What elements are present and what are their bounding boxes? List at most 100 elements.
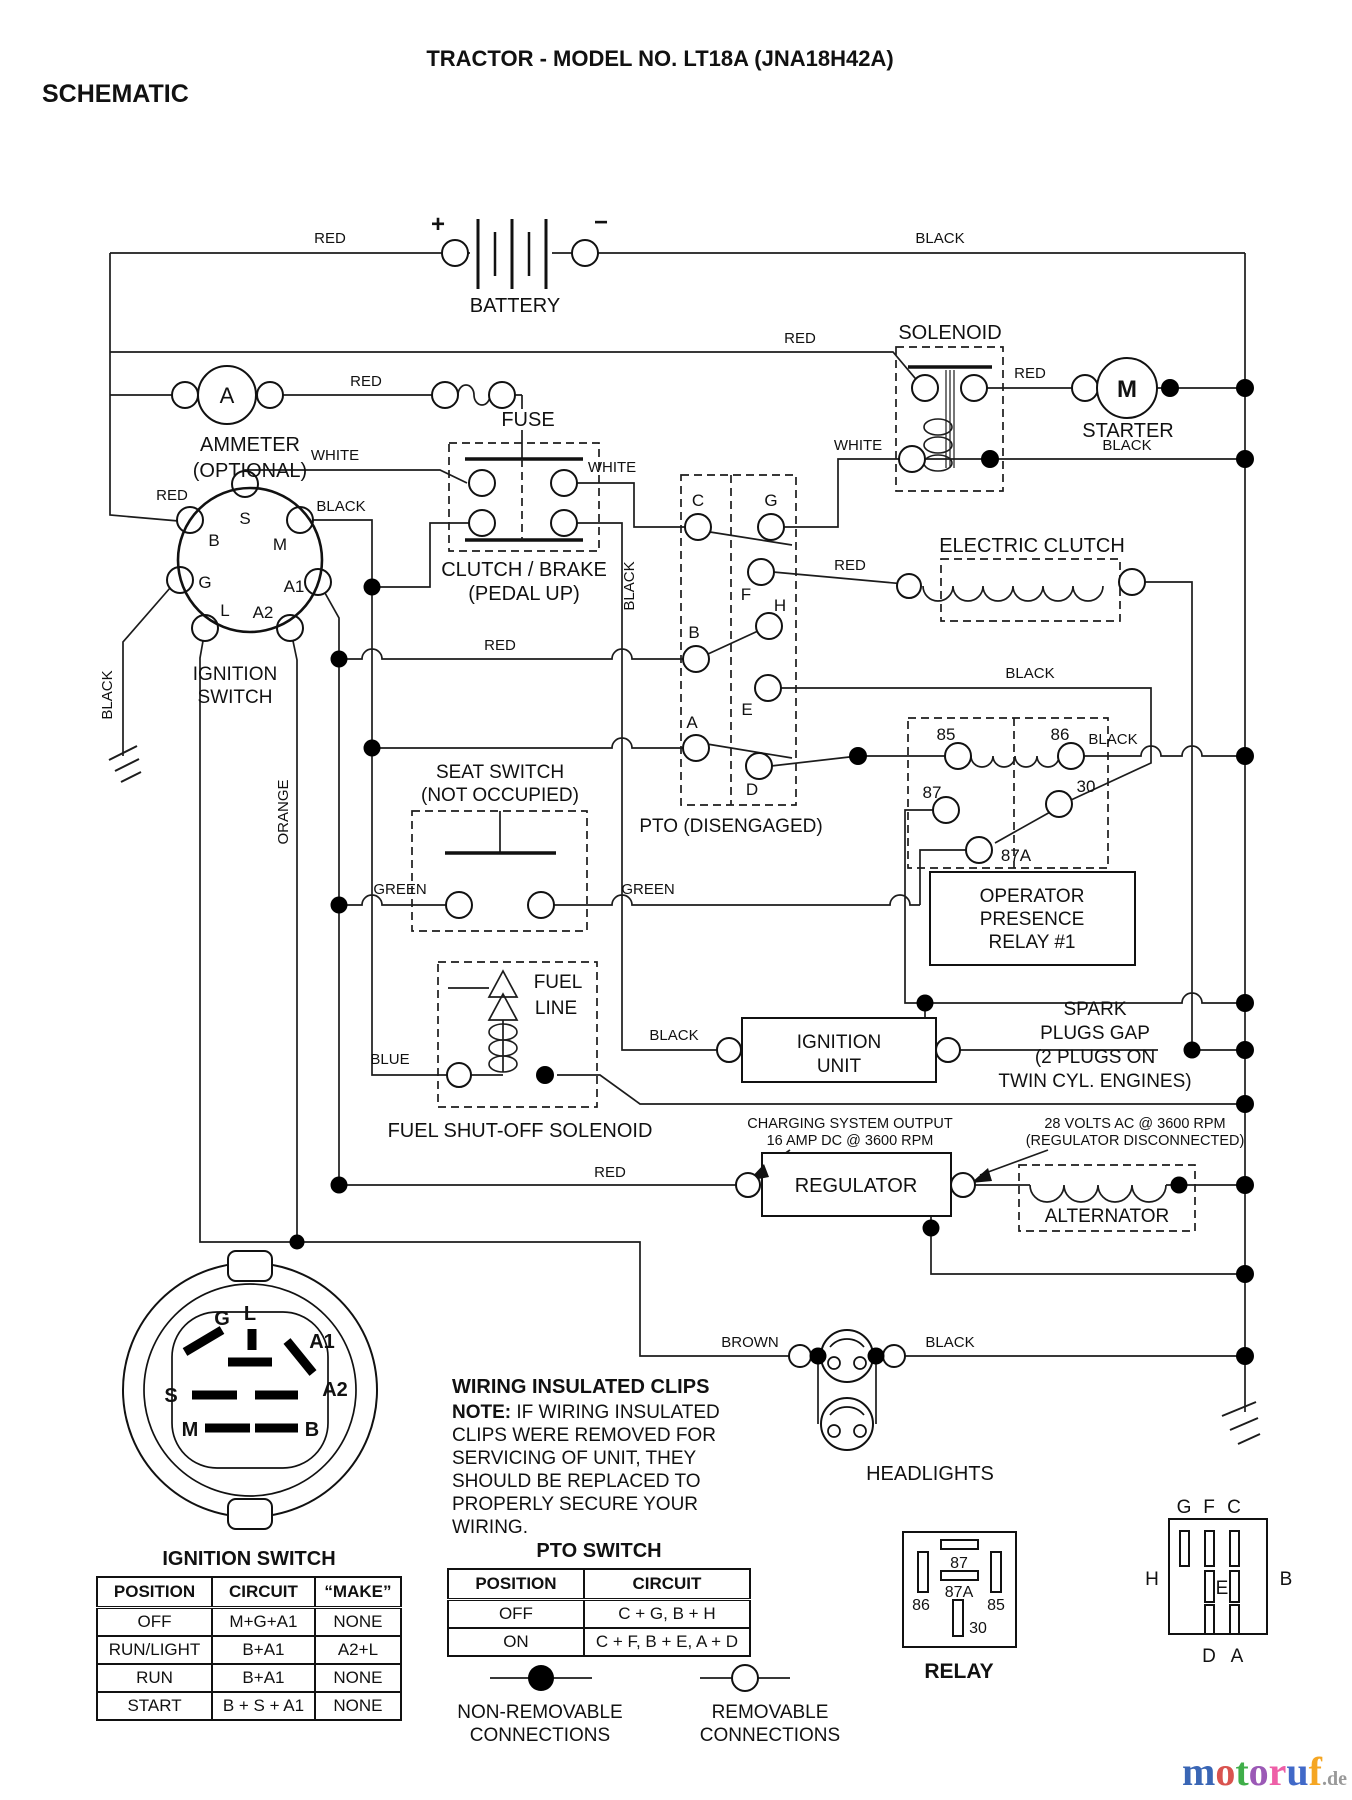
pto-pin-d: D [1202, 1646, 1216, 1667]
logo-letter: f [1308, 1749, 1322, 1794]
conn-b: B [305, 1419, 319, 1441]
junction-dots [289, 379, 1254, 1691]
relay-87: 87 [923, 783, 942, 802]
fuel-solenoid-label: FUEL SHUT-OFF SOLENOID [388, 1120, 653, 1142]
wire-label-red: RED [594, 1164, 626, 1181]
relay-diagram-title: RELAY [924, 1660, 993, 1683]
pto-f: F [741, 585, 751, 604]
operator-relay-label-2: PRESENCE [980, 909, 1085, 930]
pto-a: A [686, 713, 698, 732]
legend-nonremovable-2: CONNECTIONS [470, 1725, 610, 1746]
note-line-4: SHOULD BE REPLACED TO [452, 1471, 701, 1492]
note-line-5: PROPERLY SECURE YOUR WIRING. [452, 1494, 699, 1538]
seat-switch-label-2: (NOT OCCUPIED) [421, 785, 579, 806]
conn-g: G [214, 1308, 230, 1330]
note-title: WIRING INSULATED CLIPS [452, 1376, 710, 1398]
fuel-line-label-2: LINE [535, 998, 577, 1019]
battery-plus: + [431, 211, 445, 238]
ammeter-circle [197, 365, 257, 425]
pto-pin-f: F [1203, 1497, 1215, 1518]
term-m: M [273, 535, 287, 554]
headlight-bulb-1 [820, 1329, 874, 1383]
relay-86: 86 [1051, 725, 1070, 744]
wiring-clips-note: WIRING INSULATED CLIPS NOTE: IF WIRING I… [452, 1376, 764, 1539]
relay-connector-diagram: 86 87 87A 85 30 RELAY [912, 1539, 1005, 1683]
logo-letter: o [1248, 1749, 1269, 1794]
fuse-label: FUSE [501, 409, 554, 431]
conn-m: M [182, 1419, 199, 1441]
term-b: B [208, 531, 219, 550]
ignition-switch-table: IGNITION SWITCH POSITION CIRCUIT “MAKE” … [95, 1548, 403, 1721]
ammeter-a: A [220, 383, 235, 408]
solenoid-plunger [945, 370, 955, 468]
term-a2: A2 [253, 603, 274, 622]
wire-label-green: GREEN [621, 881, 674, 898]
wire-label-red: RED [1014, 365, 1046, 382]
fuel-line-arrow [487, 969, 519, 1021]
headlight-bulb-2 [820, 1397, 874, 1451]
solenoid-label: SOLENOID [898, 322, 1001, 344]
volts-label-1: 28 VOLTS AC @ 3600 RPM [1044, 1116, 1225, 1132]
wire-label-black: BLACK [915, 230, 964, 247]
wire-label-black: BLACK [649, 1027, 698, 1044]
logo-letter: o [1215, 1749, 1236, 1794]
dashed-boxes [411, 346, 1196, 1232]
pto-d: D [746, 780, 758, 799]
pto-e: E [741, 700, 752, 719]
term-a1: A1 [284, 577, 305, 596]
wire-label-red: RED [314, 230, 346, 247]
operator-relay-label-3: RELAY #1 [989, 932, 1076, 953]
battery-minus: − [594, 209, 608, 236]
wire-label-red: RED [834, 557, 866, 574]
clutch-brake-label-1: CLUTCH / BRAKE [441, 559, 607, 581]
ignition-switch-label-1: IGNITION [193, 664, 277, 685]
term-s: S [239, 509, 250, 528]
relay-30: 30 [1077, 777, 1096, 796]
pto-pin-a: A [1231, 1646, 1244, 1667]
contact-bars [445, 365, 1138, 855]
starter-m: M [1117, 376, 1137, 403]
relay-pin-30: 30 [969, 1620, 987, 1637]
spark-label-4: TWIN CYL. ENGINES) [998, 1071, 1191, 1092]
relay-pin-87a: 87A [945, 1584, 974, 1601]
table-header-row: POSITION CIRCUIT “MAKE” [95, 1576, 403, 1609]
wire-label-white: WHITE [588, 459, 636, 476]
charging-label-2: 16 AMP DC @ 3600 RPM [767, 1133, 934, 1149]
connector-pins [182, 1326, 317, 1433]
ignition-connector-diagram: G L A1 A2 S M B [122, 1250, 378, 1530]
pto-table-title: PTO SWITCH [536, 1540, 662, 1562]
electric-clutch-label: ELECTRIC CLUTCH [939, 535, 1125, 557]
switch-arms [706, 531, 1053, 844]
volts-label-2: (REGULATOR DISCONNECTED) [1026, 1133, 1245, 1149]
legend-removable-2: CONNECTIONS [700, 1725, 840, 1746]
wire-label-red: RED [156, 487, 188, 504]
wiring-solid [108, 252, 1261, 1679]
wire-label-orange: ORANGE [275, 779, 292, 844]
ignition-unit-label-1: IGNITION [797, 1032, 881, 1053]
battery-cells [476, 219, 548, 289]
pto-pin-c: C [1227, 1497, 1241, 1518]
operator-relay-label-1: OPERATOR [980, 886, 1085, 907]
logo-suffix: .de [1322, 1768, 1347, 1790]
wire-label-white: WHITE [834, 437, 882, 454]
relay-pin-87: 87 [950, 1555, 968, 1572]
term-l: L [220, 601, 229, 620]
ammeter-optional: (OPTIONAL) [193, 460, 307, 482]
regulator-label: REGULATOR [795, 1175, 918, 1197]
table-header-row: POSITION CIRCUIT [447, 1568, 752, 1601]
conn-l: L [244, 1303, 256, 1325]
page-title: TRACTOR - MODEL NO. LT18A (JNA18H42A) [426, 46, 893, 71]
pto-pin-e: E [1216, 1578, 1229, 1599]
note-line-3: SERVICING OF UNIT, THEY [452, 1448, 697, 1469]
relay-pin-85: 85 [987, 1597, 1005, 1614]
ignition-table-title: IGNITION SWITCH [162, 1548, 336, 1570]
pto-pin-b: B [1280, 1569, 1293, 1590]
relay-85: 85 [937, 725, 956, 744]
headlight-bulb-details [827, 1338, 867, 1438]
